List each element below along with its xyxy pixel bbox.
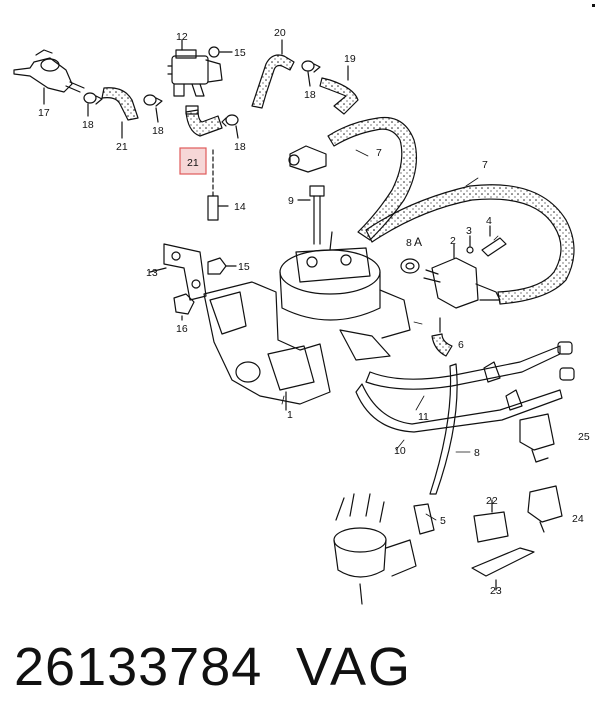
callout-15-lower: 15 <box>238 261 250 273</box>
callout-19: 19 <box>344 53 356 65</box>
detail-A-label: A <box>414 235 422 249</box>
callout-18-a: 18 <box>82 119 94 131</box>
callout-24: 24 <box>572 513 584 525</box>
valve-body <box>288 145 327 173</box>
callout-14: 14 <box>234 201 246 213</box>
connector-5 <box>413 503 435 535</box>
bracket-23 <box>471 547 535 591</box>
screw-3 <box>466 235 474 254</box>
solenoid-valve-12 <box>167 39 209 97</box>
callout-13: 13 <box>146 267 158 279</box>
callout-1: 1 <box>287 409 293 421</box>
callout-21-left: 21 <box>116 141 128 153</box>
callout-11: 11 <box>418 411 429 423</box>
clip-18-top <box>301 60 321 87</box>
callout-22: 22 <box>486 495 498 507</box>
clip-18-mid <box>143 94 163 123</box>
clip-22 <box>473 499 509 543</box>
hose-ends <box>483 341 575 411</box>
callout-20: 20 <box>274 27 286 39</box>
callout-8: 8 <box>474 447 480 459</box>
clip-24 <box>527 485 563 533</box>
callout-10: 10 <box>394 445 406 457</box>
clip-25 <box>519 413 555 463</box>
callout-7-upper: 7 <box>376 147 382 159</box>
callout-17: 17 <box>38 107 50 119</box>
vacuum-hose-8 <box>429 363 458 495</box>
callout-2: 2 <box>450 235 456 247</box>
callout-12: 12 <box>176 31 188 43</box>
canister-valve-17 <box>13 49 85 105</box>
callout-3: 3 <box>466 225 472 237</box>
bolt-4 <box>481 225 507 257</box>
throttle-body-1 <box>203 281 331 411</box>
callout-21-highlighted: 21 <box>187 157 199 169</box>
callout-16: 16 <box>176 323 188 335</box>
bolt-9 <box>297 185 325 245</box>
nut-15-lower <box>207 257 237 275</box>
highlight-box-21 <box>179 147 207 175</box>
bracket-clip <box>205 46 233 83</box>
exploded-parts-diagram: 1 2 3 4 5 6 7 7 8 8 A 9 10 11 12 13 14 1… <box>13 27 590 605</box>
callout-4: 4 <box>486 215 492 227</box>
clip-18-right <box>221 114 239 139</box>
hose-21-left <box>101 87 139 121</box>
hose-19 <box>319 77 359 115</box>
callout-25: 25 <box>578 431 590 443</box>
fuel-line-10 <box>355 383 563 433</box>
callout-18-b: 18 <box>152 125 164 137</box>
callout-5: 5 <box>440 515 446 527</box>
hose-6 <box>431 333 453 357</box>
stud-14 <box>207 149 229 221</box>
callout-8A: 8 <box>406 237 412 249</box>
hose-7-upper <box>327 116 418 241</box>
callout-6: 6 <box>458 339 464 351</box>
callout-9: 9 <box>288 195 294 207</box>
o-ring-8A <box>400 258 420 274</box>
callout-18-c: 18 <box>234 141 246 153</box>
callout-18-d: 18 <box>304 89 316 101</box>
callout-labels: 1 2 3 4 5 6 7 7 8 8 A 9 10 11 12 13 14 1… <box>38 27 590 597</box>
hose-7-lower <box>365 184 575 305</box>
brand-name: VAG <box>296 637 413 697</box>
corner-mark <box>592 4 595 7</box>
callout-15-top: 15 <box>234 47 246 59</box>
clip-18-left <box>83 92 103 117</box>
pressure-regulator-2 <box>423 243 501 309</box>
injector-unit <box>279 231 411 361</box>
leader-lines <box>281 149 499 521</box>
bracket-13 <box>149 243 207 301</box>
callout-7-lower: 7 <box>482 159 488 171</box>
callout-23: 23 <box>490 585 502 597</box>
nut-16 <box>173 293 195 321</box>
part-number: 26133784 <box>14 637 263 697</box>
fuel-line-11 <box>365 345 561 390</box>
distributor <box>333 493 417 605</box>
hose-20 <box>251 54 295 109</box>
